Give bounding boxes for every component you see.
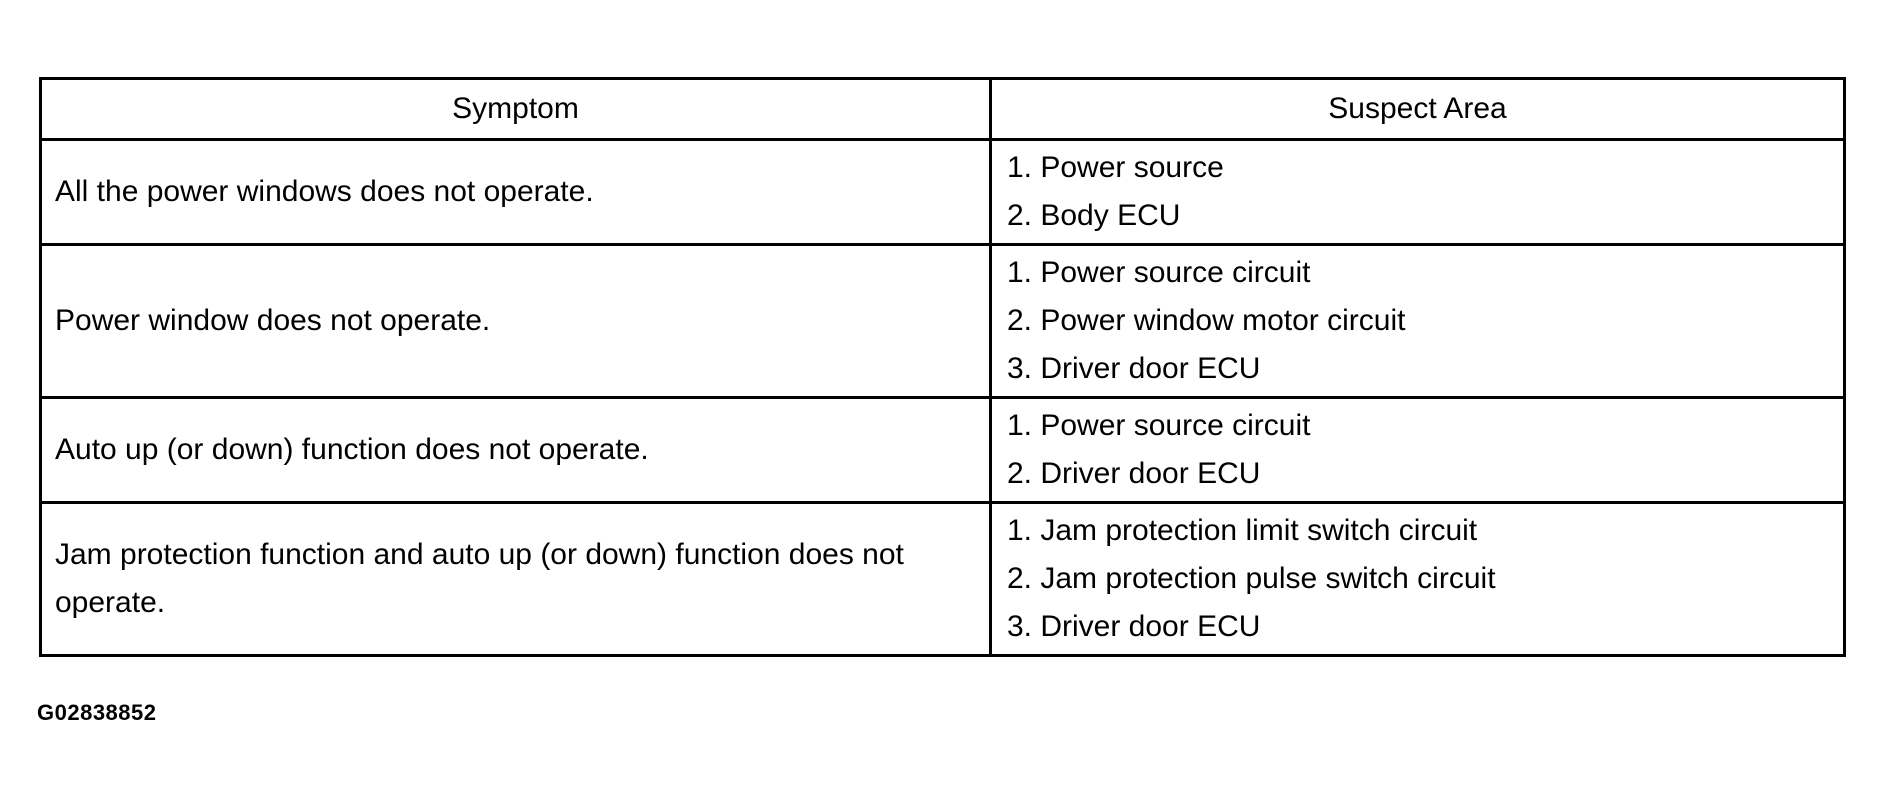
suspect-area-item: 2. Jam protection pulse switch circuit bbox=[1007, 562, 1496, 595]
symptom-cell: All the power windows does not operate. bbox=[39, 138, 992, 246]
suspect-area-item: 1. Power source bbox=[1007, 151, 1224, 184]
suspect-area-item: 2. Body ECU bbox=[1007, 199, 1181, 232]
suspect-area-item: 1. Power source circuit bbox=[1007, 256, 1311, 289]
symptom-cell: Power window does not operate. bbox=[39, 243, 992, 399]
table-row: Power window does not operate. 1. Power … bbox=[39, 243, 1846, 399]
header-suspect-area: Suspect Area bbox=[989, 77, 1846, 141]
suspect-area-item: 2. Power window motor circuit bbox=[1007, 304, 1406, 337]
symptom-cell: Jam protection function and auto up (or … bbox=[39, 501, 992, 657]
symptom-cell: Auto up (or down) function does not oper… bbox=[39, 396, 992, 504]
header-symptom: Symptom bbox=[39, 77, 992, 141]
suspect-area-cell: 1. Jam protection limit switch circuit 2… bbox=[989, 501, 1846, 657]
table-row: Auto up (or down) function does not oper… bbox=[39, 396, 1846, 504]
suspect-area-item: 1. Jam protection limit switch circuit bbox=[1007, 514, 1478, 547]
suspect-area-item: 3. Driver door ECU bbox=[1007, 352, 1261, 385]
suspect-area-cell: 1. Power source 2. Body ECU bbox=[989, 138, 1846, 246]
suspect-area-item: 2. Driver door ECU bbox=[1007, 457, 1261, 490]
symptom-table: Symptom Suspect Area All the power windo… bbox=[39, 77, 1846, 657]
figure-id: G02838852 bbox=[37, 700, 157, 725]
suspect-area-item: 1. Power source circuit bbox=[1007, 409, 1311, 442]
suspect-area-cell: 1. Power source circuit 2. Driver door E… bbox=[989, 396, 1846, 504]
table-header-row: Symptom Suspect Area bbox=[39, 77, 1846, 141]
symptom-table-container: Symptom Suspect Area All the power windo… bbox=[39, 77, 1846, 657]
table-row: Jam protection function and auto up (or … bbox=[39, 501, 1846, 657]
suspect-area-cell: 1. Power source circuit 2. Power window … bbox=[989, 243, 1846, 399]
suspect-area-item: 3. Driver door ECU bbox=[1007, 610, 1261, 643]
table-row: All the power windows does not operate. … bbox=[39, 138, 1846, 246]
